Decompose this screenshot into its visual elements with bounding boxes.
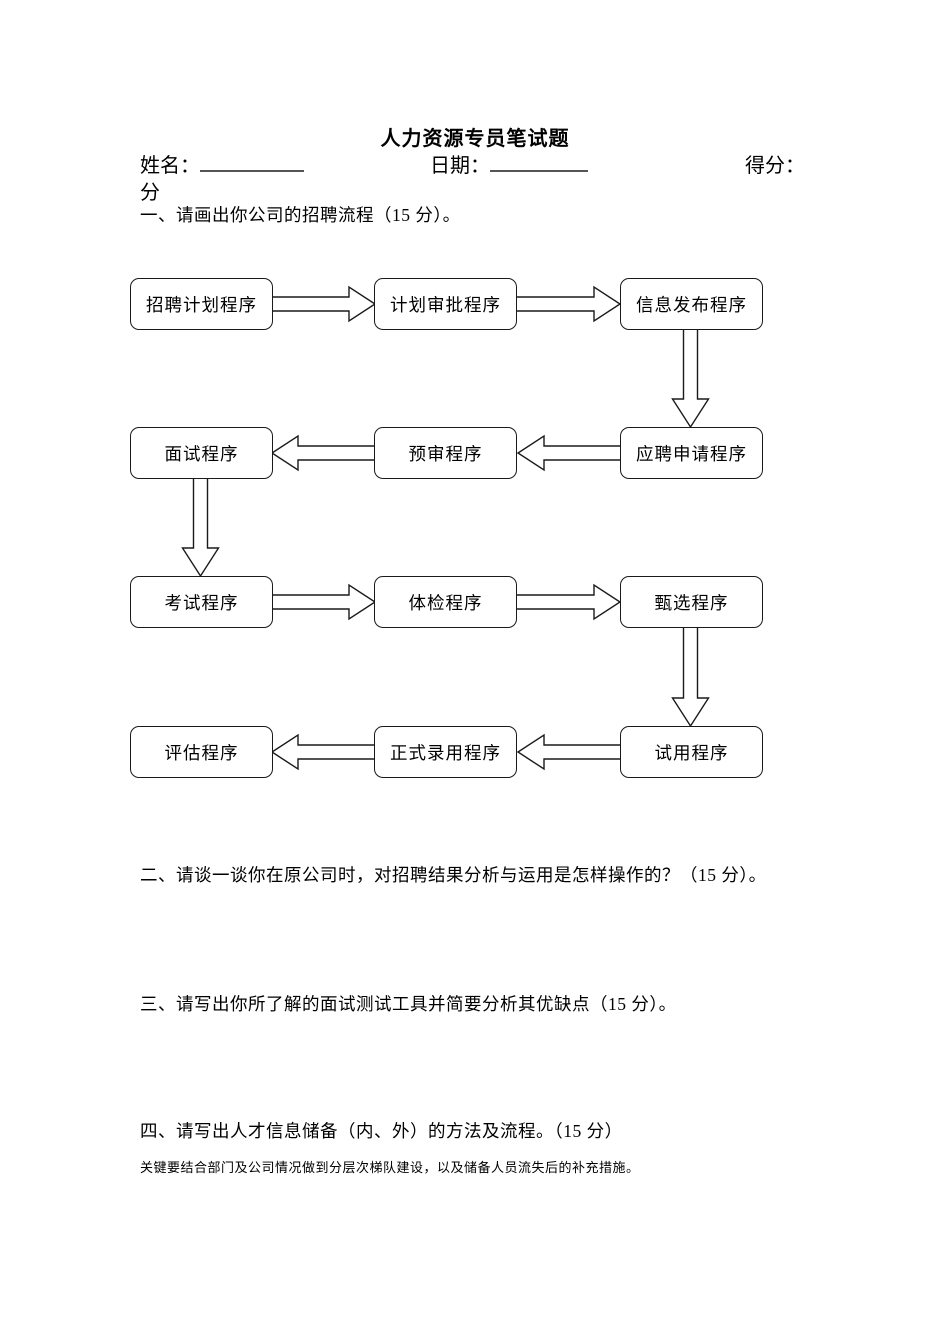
flow-node-plan-approval: 计划审批程序 — [374, 278, 517, 330]
flow-node-label: 计划审批程序 — [390, 294, 501, 315]
arrow-left-icon — [270, 434, 376, 472]
arrow-down-icon — [671, 328, 710, 429]
arrow-left-icon — [516, 434, 622, 472]
flow-node-label: 评估程序 — [164, 742, 239, 763]
arrow-left-icon — [270, 733, 376, 771]
date-field: 日期： — [430, 149, 588, 178]
flow-node-interview: 面试程序 — [130, 427, 273, 479]
flow-node-label: 试用程序 — [654, 742, 729, 763]
flow-node-label: 招聘计划程序 — [146, 294, 257, 315]
arrow-right-icon — [271, 583, 377, 621]
name-field: 姓名： — [140, 149, 304, 178]
date-blank-line — [490, 150, 588, 172]
header-line: 姓名： 日期： 得分： — [0, 149, 950, 179]
flow-node-probation: 试用程序 — [620, 726, 763, 778]
name-blank-line — [200, 150, 304, 172]
flow-node-label: 正式录用程序 — [390, 742, 501, 763]
flow-node-evaluation: 评估程序 — [130, 726, 273, 778]
flow-node-formal-hire: 正式录用程序 — [374, 726, 517, 778]
flow-node-label: 信息发布程序 — [636, 294, 747, 315]
arrow-right-icon — [515, 583, 622, 621]
flow-node-application: 应聘申请程序 — [620, 427, 763, 479]
arrow-down-icon — [181, 477, 220, 578]
flow-node-label: 体检程序 — [408, 592, 483, 613]
flow-node-label: 甄选程序 — [654, 592, 729, 613]
arrow-down-icon — [671, 626, 710, 728]
date-label: 日期： — [430, 155, 490, 177]
arrow-left-icon — [516, 733, 622, 771]
page-title: 人力资源专员笔试题 — [380, 128, 570, 150]
flow-node-exam: 考试程序 — [130, 576, 273, 628]
question-4-note: 关键要结合部门及公司情况做到分层次梯队建设，以及储备人员流失后的补充措施。 — [140, 1160, 640, 1175]
flow-node-selection: 甄选程序 — [620, 576, 763, 628]
flow-node-prescreen: 预审程序 — [374, 427, 517, 479]
question-3: 三、请写出你所了解的面试测试工具并简要分析其优缺点（15 分）。 — [140, 994, 677, 1014]
arrow-right-icon — [271, 285, 377, 323]
score-label: 得分： — [745, 155, 805, 177]
flow-node-physical-exam: 体检程序 — [374, 576, 517, 628]
flow-node-label: 应聘申请程序 — [636, 443, 747, 464]
score-unit-label: 分 — [140, 182, 160, 204]
flowchart-arrows-layer — [181, 285, 710, 771]
question-1: 一、请画出你公司的招聘流程（15 分）。 — [140, 205, 461, 225]
question-4: 四、请写出人才信息储备（内、外）的方法及流程。（15 分） — [140, 1121, 623, 1141]
flow-node-label: 面试程序 — [164, 443, 239, 464]
recruitment-flowchart: 招聘计划程序 计划审批程序 信息发布程序 应聘申请程序 预审程序 面试程序 考试… — [0, 252, 950, 792]
name-label: 姓名： — [140, 155, 200, 177]
arrow-right-icon — [515, 285, 622, 323]
flow-node-info-release: 信息发布程序 — [620, 278, 763, 330]
flow-node-label: 考试程序 — [164, 592, 239, 613]
flow-node-label: 预审程序 — [408, 443, 483, 464]
question-2: 二、请谈一谈你在原公司时，对招聘结果分析与运用是怎样操作的？（15 分）。 — [140, 865, 767, 885]
flow-node-recruitment-plan: 招聘计划程序 — [130, 278, 273, 330]
